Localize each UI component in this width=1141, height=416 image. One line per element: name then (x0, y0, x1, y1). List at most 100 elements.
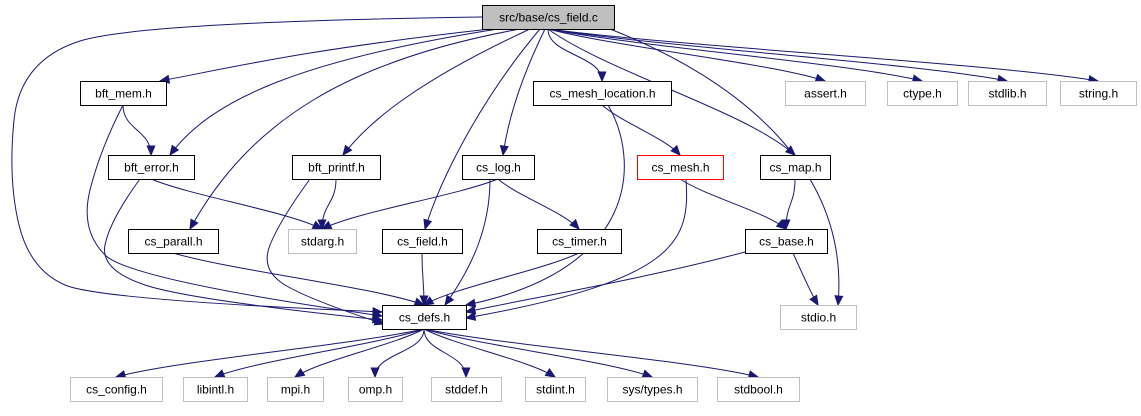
arrowhead-icon (464, 305, 477, 315)
node-box (968, 81, 1047, 106)
edge-root-to-bft_error (169, 28, 499, 157)
arrowhead-icon (422, 296, 435, 306)
edge-root-to-stdio (609, 28, 844, 307)
node-bft_error[interactable]: bft_error.h (108, 155, 195, 180)
arrowhead-icon (342, 144, 353, 157)
edge-root-to-cs_mesh_location (547, 28, 607, 83)
node-label: src/base/cs_field.c (499, 11, 598, 25)
edge-cs_timer-to-cs_defs (422, 252, 580, 306)
node-libintl: libintl.h (183, 377, 248, 402)
edge-cs_defs-to-mpi (293, 328, 425, 378)
arrowhead-icon (317, 219, 327, 231)
node-bft_mem[interactable]: bft_mem.h (80, 81, 167, 106)
node-stdio: stdio.h (780, 305, 857, 330)
edge-cs_map-to-cs_base (781, 178, 796, 231)
node-box (525, 377, 586, 402)
node-stdint: stdint.h (525, 377, 586, 402)
node-cs_map[interactable]: cs_map.h (760, 155, 831, 180)
edge-cs_parall-to-cs_defs (172, 252, 426, 307)
node-cs_timer[interactable]: cs_timer.h (537, 229, 622, 254)
edge-bft_error-to-stdarg (150, 178, 324, 230)
node-label: stdbool.h (734, 383, 783, 397)
node-label: ctype.h (903, 87, 942, 101)
edge-bft_printf-to-stdarg (317, 178, 337, 231)
node-box (717, 377, 800, 402)
node-box (108, 155, 195, 180)
node-label: stdarg.h (301, 235, 344, 249)
node-box (462, 155, 535, 180)
node-label: cs_base.h (759, 235, 814, 249)
arrowhead-icon (373, 316, 386, 326)
node-box (482, 5, 615, 30)
node-label: omp.h (359, 383, 392, 397)
node-string: string.h (1060, 81, 1137, 106)
node-cs_config: cs_config.h (70, 377, 163, 402)
node-cs_base[interactable]: cs_base.h (745, 229, 828, 254)
edge-cs_defs-to-stdint (423, 328, 557, 378)
edge-root-to-assert (547, 28, 827, 83)
edge-root-to-cs_log (499, 28, 546, 157)
node-label: cs_config.h (86, 383, 147, 397)
node-cs_defs[interactable]: cs_defs.h (382, 305, 467, 330)
node-box (128, 229, 219, 254)
node-label: bft_error.h (124, 161, 179, 175)
node-cs_mesh[interactable]: cs_mesh.h (637, 155, 724, 180)
node-box (637, 155, 724, 180)
arrowhead-icon (597, 71, 607, 83)
node-cs_field[interactable]: cs_field.h (382, 229, 463, 254)
node-box (537, 229, 622, 254)
edge-cs_defs-to-omp (370, 328, 425, 379)
node-box (70, 377, 163, 402)
node-label: cs_mesh.h (651, 161, 709, 175)
arrowhead-icon (311, 220, 324, 230)
edge-cs_mesh-to-cs_base (679, 178, 787, 230)
node-root[interactable]: src/base/cs_field.c (482, 5, 615, 30)
node-box (607, 377, 698, 402)
node-label: cs_parall.h (144, 235, 202, 249)
edge-root-to-bft_printf (342, 28, 531, 157)
node-box (887, 81, 958, 106)
arrowhead-icon (370, 367, 380, 379)
arrowhead-icon (419, 295, 429, 307)
node-label: cs_log.h (476, 161, 521, 175)
arrowhead-icon (189, 218, 199, 231)
arrowhead-icon (423, 218, 433, 231)
edge-cs_mesh_location-to-cs_mesh (601, 104, 681, 156)
edges-layer (11, 16, 1100, 380)
arrowhead-icon (834, 295, 844, 307)
node-mpi: mpi.h (267, 377, 324, 402)
node-label: cs_defs.h (399, 311, 450, 325)
edge-cs_mesh_location-to-cs_defs (464, 104, 625, 308)
arrowhead-icon (499, 144, 509, 157)
node-bft_printf[interactable]: bft_printf.h (292, 155, 381, 180)
edge-root-to-cs_defs (11, 16, 483, 317)
edge-bft_mem-to-bft_error (122, 104, 156, 157)
arrowhead-icon (444, 294, 455, 307)
node-box (1060, 81, 1137, 106)
node-box (745, 229, 828, 254)
edge-root-to-cs_parall (189, 28, 521, 231)
edge-bft_printf-to-cs_defs (266, 178, 386, 326)
node-label: stddef.h (445, 383, 488, 397)
node-box (80, 81, 167, 106)
node-box (760, 155, 831, 180)
node-label: cs_map.h (769, 161, 821, 175)
nodes-layer: src/base/cs_field.c bft_mem.h cs_mesh_loca… (70, 5, 1137, 402)
node-label: string.h (1079, 87, 1118, 101)
arrowhead-icon (781, 219, 791, 231)
node-label: stdio.h (801, 311, 836, 325)
edge-cs_base-to-stdio (792, 252, 819, 307)
node-cs_parall[interactable]: cs_parall.h (128, 229, 219, 254)
node-stdarg: stdarg.h (288, 229, 357, 254)
arrowhead-icon (464, 311, 477, 321)
node-cs_mesh_location[interactable]: cs_mesh_location.h (533, 81, 672, 106)
node-stddef: stddef.h (431, 377, 502, 402)
node-box (288, 229, 357, 254)
edge-cs_log-to-stdarg (320, 178, 499, 230)
node-label: bft_mem.h (95, 87, 152, 101)
node-box (382, 305, 467, 330)
node-label: stdlib.h (988, 87, 1026, 101)
node-cs_log[interactable]: cs_log.h (462, 155, 535, 180)
